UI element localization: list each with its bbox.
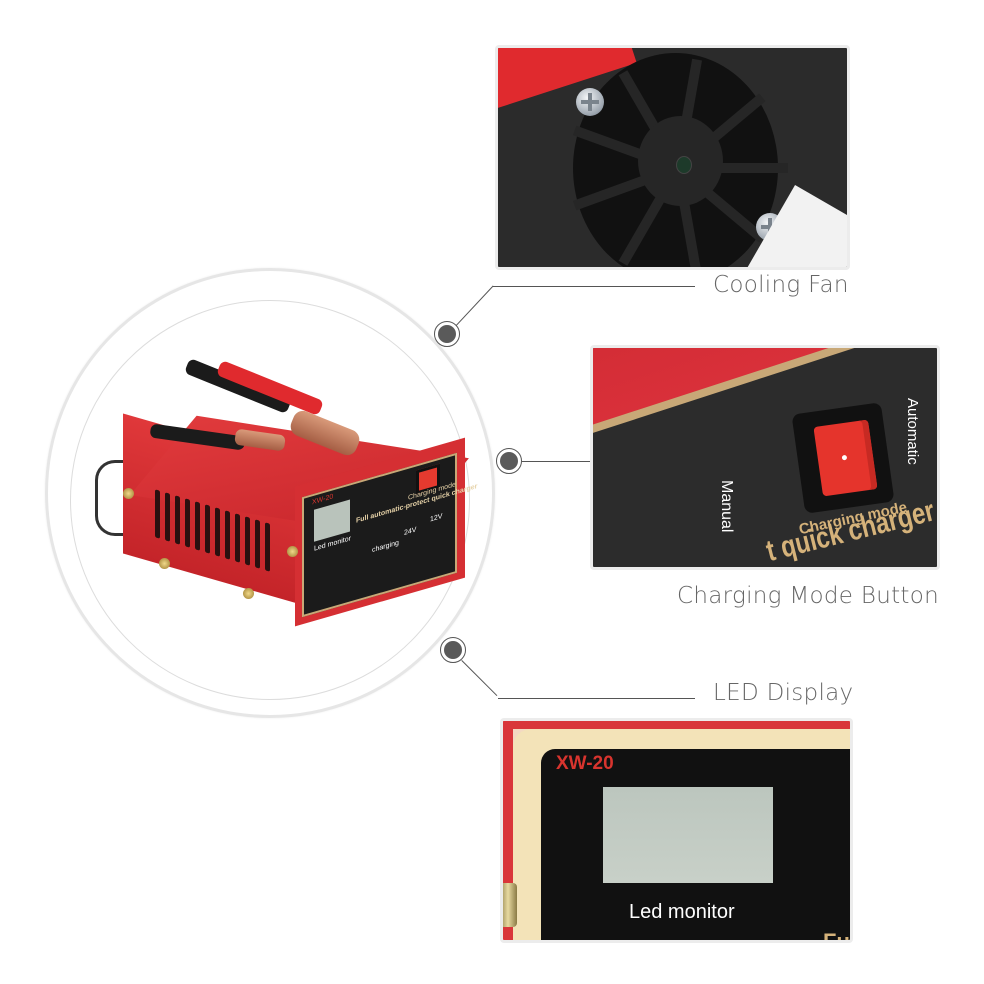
vent-slot bbox=[245, 516, 250, 566]
battery-charger-product: XW-20 Led monitor Full automatic-protect… bbox=[95, 357, 477, 627]
vent-slot bbox=[255, 519, 260, 569]
inner-ring-decoration bbox=[70, 300, 470, 700]
label-led-display: LED Display bbox=[713, 680, 854, 706]
led-lcd-screen bbox=[603, 787, 773, 883]
fan-grille-spoke bbox=[678, 163, 788, 173]
screw bbox=[243, 588, 254, 599]
screw bbox=[123, 488, 134, 499]
12v-indicator-label: 12V bbox=[430, 512, 443, 524]
callout-connector-diagonal bbox=[456, 285, 494, 326]
led-screen bbox=[314, 499, 350, 542]
vent-slot bbox=[155, 489, 160, 539]
led-display-detail-photo: XW-20 Led monitor Ful bbox=[500, 718, 853, 943]
vent-slot bbox=[265, 522, 270, 572]
automatic-label: Automatic bbox=[904, 398, 921, 465]
outer-ring-decoration bbox=[45, 268, 495, 718]
cooling-fan-detail-photo bbox=[495, 45, 850, 270]
charging-mode-detail-photo: Manual Automatic Charging mode t quick c… bbox=[590, 345, 940, 570]
label-cooling-fan: Cooling Fan bbox=[713, 272, 849, 298]
vent-slot bbox=[205, 504, 210, 554]
red-casing-edge bbox=[503, 721, 513, 940]
vent-slot bbox=[235, 513, 240, 563]
led-monitor-caption: Led monitor bbox=[629, 901, 735, 923]
headline-partial: Ful bbox=[823, 929, 853, 943]
power-cable bbox=[95, 460, 126, 536]
vent-slot bbox=[195, 501, 200, 551]
callout-dot-led-display bbox=[440, 637, 466, 663]
charging-mode-rocker-switch[interactable] bbox=[813, 419, 878, 497]
screw bbox=[287, 546, 298, 557]
label-charging-mode-button: Charging Mode Button bbox=[677, 583, 939, 609]
vent-slot bbox=[165, 492, 170, 542]
vent-slot bbox=[175, 495, 180, 545]
manual-label: Manual bbox=[718, 480, 735, 533]
callout-connector-cooling-fan bbox=[493, 286, 695, 287]
24v-indicator-label: 24V bbox=[404, 526, 417, 537]
vent-slot bbox=[225, 510, 230, 560]
callout-dot-charging-mode bbox=[496, 448, 522, 474]
screw-icon bbox=[576, 88, 604, 116]
red-casing-top bbox=[593, 348, 937, 448]
fan-center-sticker bbox=[676, 156, 692, 174]
red-casing-edge bbox=[503, 721, 850, 729]
callout-connector-charging-mode bbox=[522, 461, 592, 462]
charging-indicator-label: charging bbox=[372, 539, 399, 555]
model-number: XW-20 bbox=[556, 753, 614, 774]
callout-connector-led-display bbox=[498, 698, 695, 699]
screw-icon bbox=[503, 883, 517, 927]
callout-dot-cooling-fan bbox=[434, 321, 460, 347]
callout-connector-diagonal bbox=[461, 660, 498, 697]
vent-slot bbox=[215, 507, 220, 557]
screw bbox=[159, 558, 170, 569]
vent-slot bbox=[185, 498, 190, 548]
